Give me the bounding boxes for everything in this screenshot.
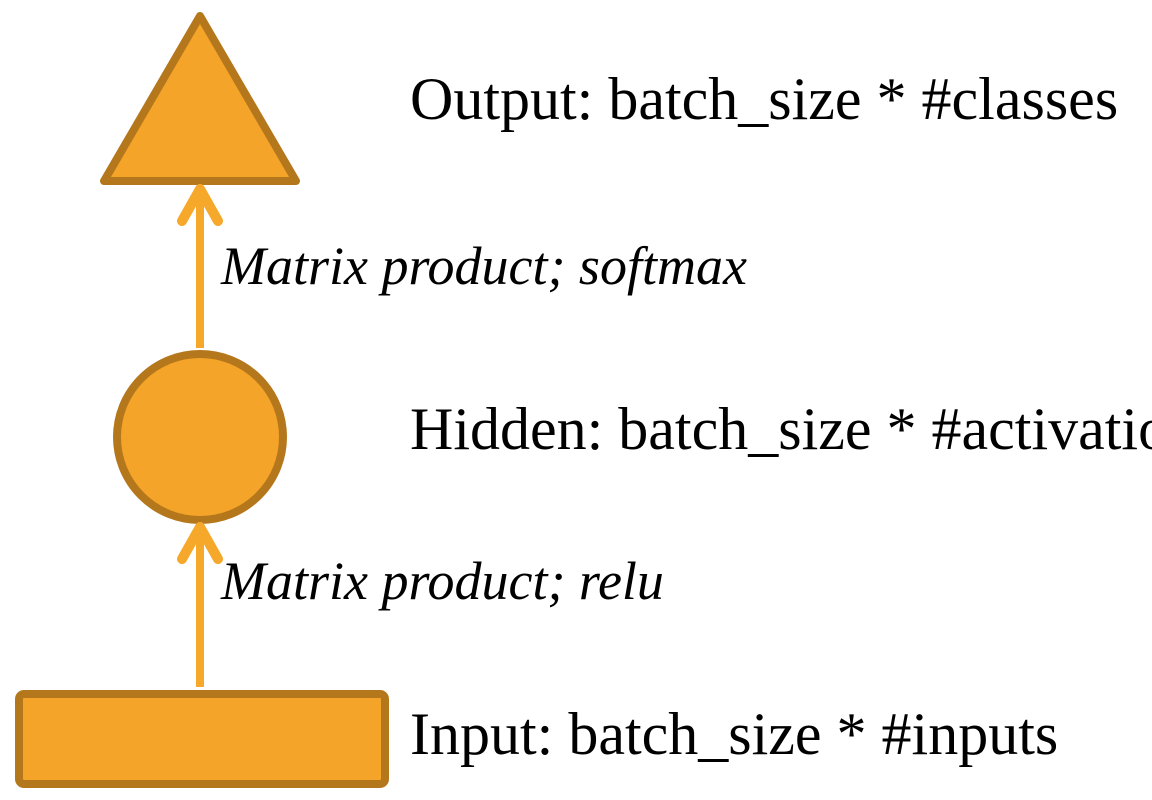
hidden-node-circle bbox=[113, 350, 287, 524]
output-node-triangle bbox=[100, 12, 300, 185]
input-node-label: Input: batch_size * #inputs bbox=[410, 701, 1059, 767]
edge-relu-label: Matrix product; relu bbox=[221, 551, 664, 611]
hidden-node-label: Hidden: batch_size * #activations bbox=[410, 396, 1152, 462]
edge-softmax-label: Matrix product; softmax bbox=[221, 236, 747, 296]
edge-relu-arrowhead-icon bbox=[177, 522, 223, 564]
edge-softmax-arrowhead-icon bbox=[177, 184, 223, 226]
input-node-rectangle bbox=[15, 690, 389, 788]
output-node-label: Output: batch_size * #classes bbox=[410, 66, 1119, 132]
